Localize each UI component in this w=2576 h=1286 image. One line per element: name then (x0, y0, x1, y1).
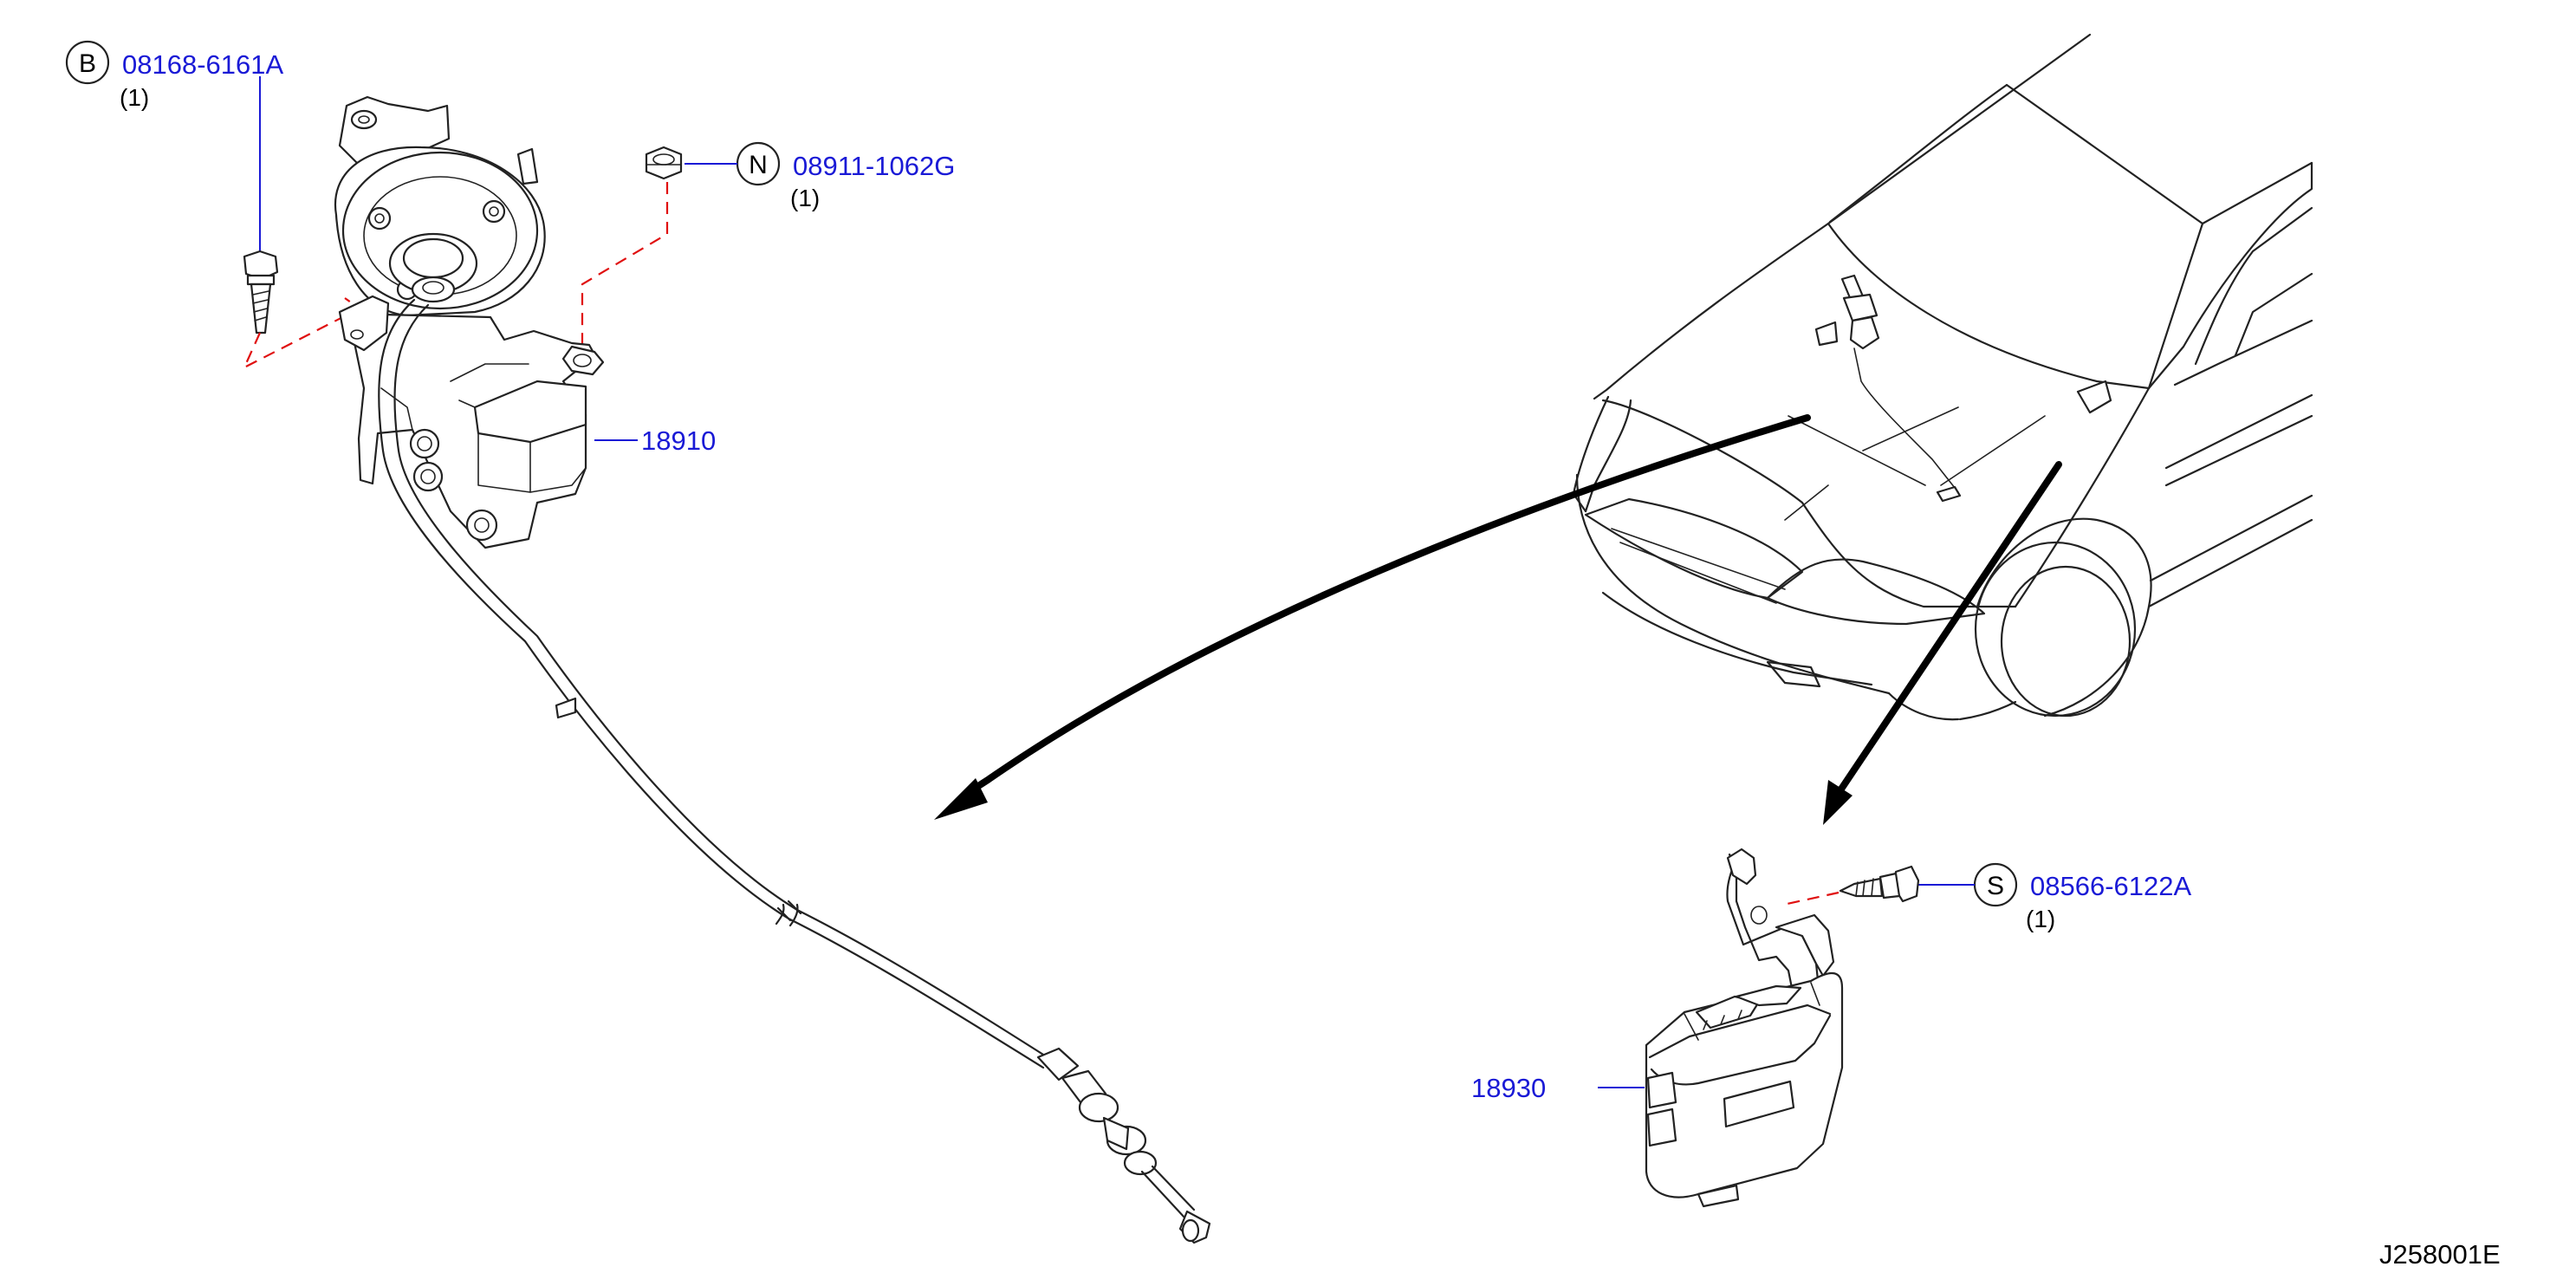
screw-s-guide-line (1782, 891, 1840, 906)
screw-icon (1839, 865, 1920, 903)
control-unit-label[interactable]: 18930 (1471, 1073, 1645, 1103)
pointer-arrow-icon (934, 414, 1811, 820)
callout-b-letter: B (79, 49, 96, 78)
callout-n-part-number[interactable]: 08911-1062G (793, 151, 955, 181)
control-unit-icon[interactable] (1645, 848, 1844, 1208)
pointer-arrow-icon (1823, 461, 2062, 825)
callout-s-letter: S (1987, 872, 2004, 900)
callout-s-part-number[interactable]: 08566-6122A (2030, 871, 2191, 901)
callout-b-circle (65, 40, 110, 85)
callout-s[interactable]: S 08566-6122A (1) (1917, 862, 2191, 932)
bolt-b-guide-line (242, 297, 362, 370)
actuator-icon[interactable] (334, 95, 605, 549)
callout-s-quantity: (1) (2026, 906, 2055, 932)
callout-b[interactable]: B 08168-6161A (1) (65, 40, 283, 253)
nut-n-guide-line (581, 182, 669, 364)
callout-n-letter: N (749, 151, 768, 179)
car-icon (1572, 33, 2313, 721)
nut-icon (645, 146, 683, 180)
diagram-reference-code: J258001E (2379, 1239, 2501, 1270)
callout-b-part-number[interactable]: 08168-6161A (122, 49, 283, 80)
part-number-18930[interactable]: 18930 (1471, 1073, 1546, 1103)
bolt-icon (243, 250, 279, 334)
actuator-label[interactable]: 18910 (594, 425, 716, 456)
cable-icon (378, 298, 1211, 1244)
callout-b-quantity: (1) (120, 84, 149, 111)
callout-n-quantity: (1) (790, 185, 820, 211)
callout-n[interactable]: N 08911-1062G (1) (685, 141, 955, 211)
part-number-18910[interactable]: 18910 (641, 425, 716, 456)
